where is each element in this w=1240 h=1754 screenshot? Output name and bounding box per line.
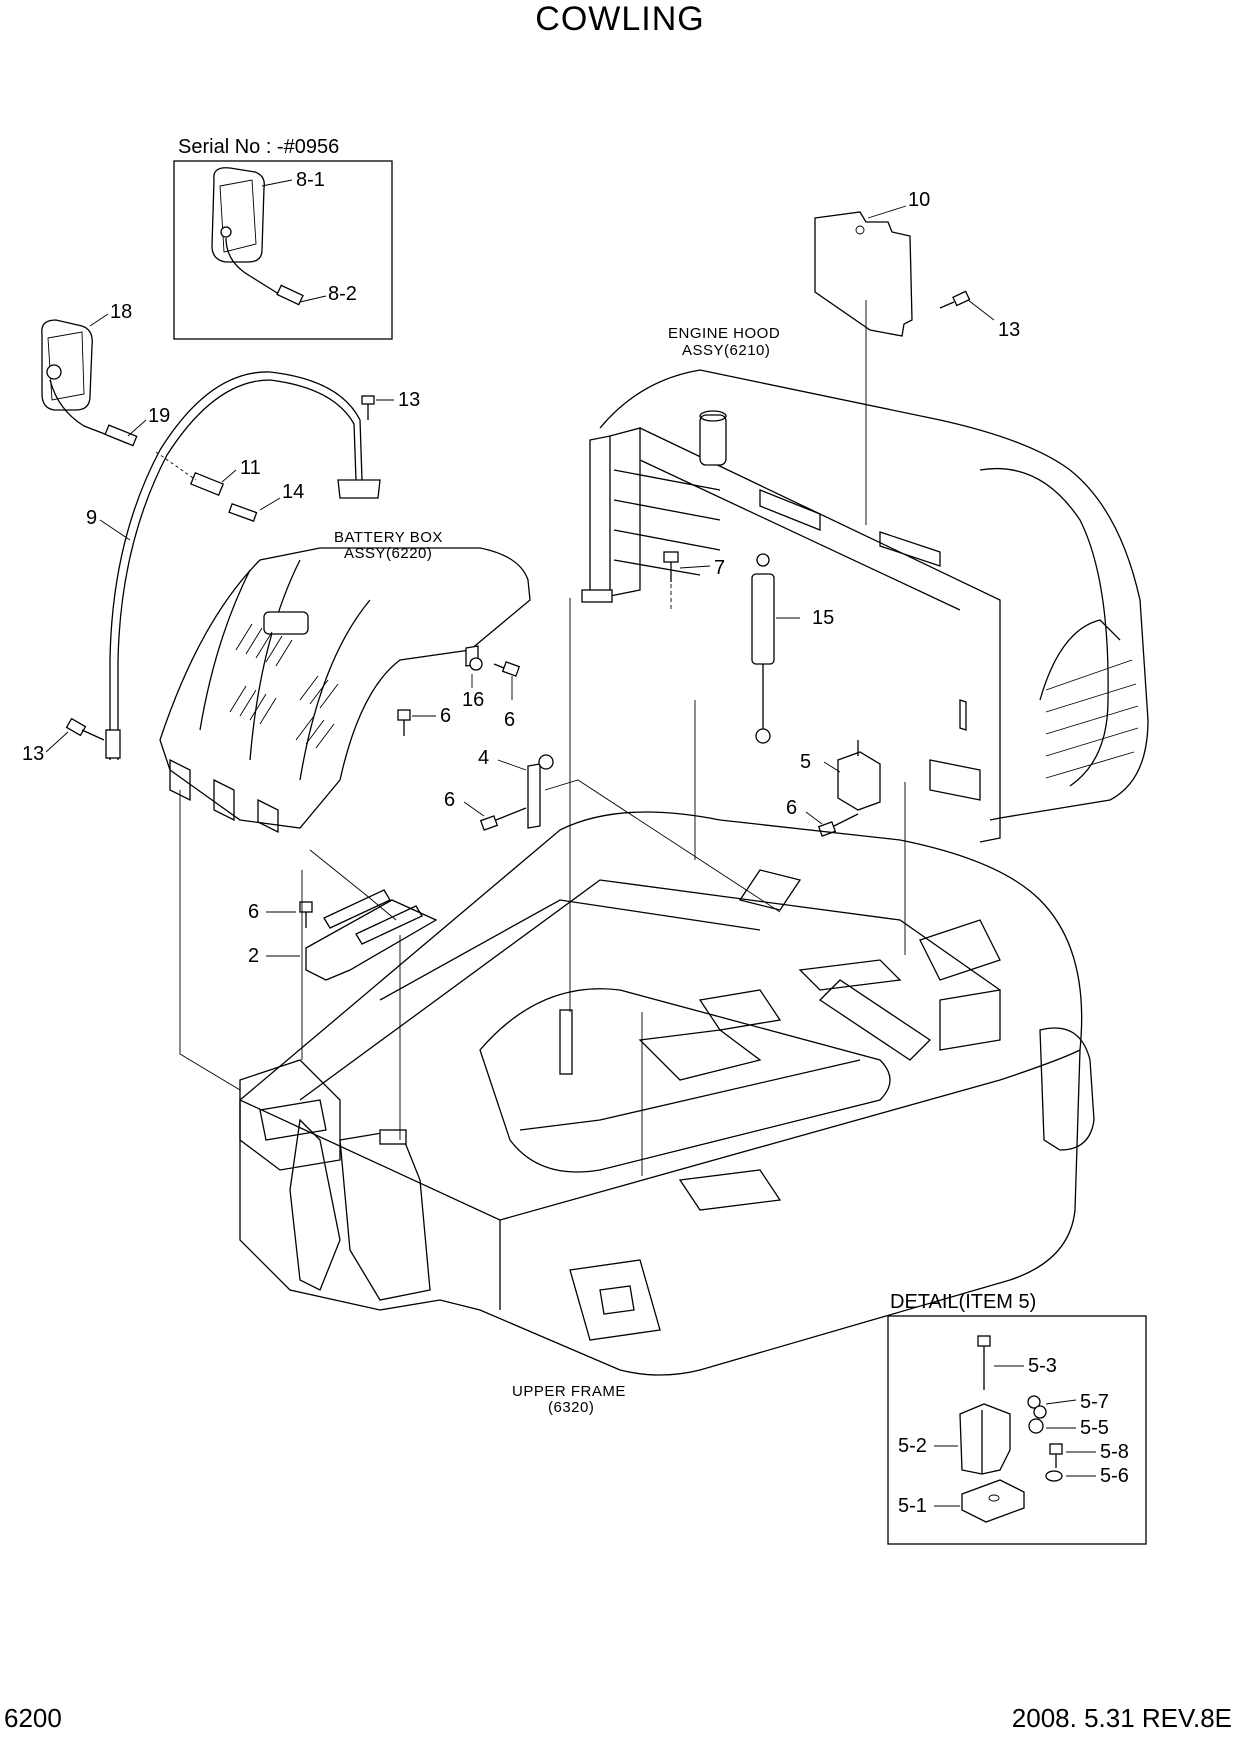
callout-14: 14 [282,481,304,503]
callout-6-bracket5: 6 [786,797,797,819]
plate-10-drawing: 10 [814,189,930,337]
callout-6-plate2: 6 [248,901,259,923]
callout-6-part16: 6 [504,709,515,731]
callout-11: 11 [240,457,261,479]
engine-hood-label-1: ENGINE HOOD [668,325,780,342]
bolt-6-bracket4: 6 [444,789,527,831]
callout-13-stay-top: 13 [398,389,420,411]
bolt-13-plate: 13 [939,290,1020,341]
part-16-drawing: 16 [462,645,484,711]
callout-6-bracket4: 6 [444,789,455,811]
callout-18: 18 [110,301,132,323]
bolt-6-part16: 6 [493,661,521,731]
detail-item5-box: DETAIL(ITEM 5) 5-3 5-2 5-7 5-5 5 [887,1291,1147,1545]
gas-spring-15-drawing: 15 [751,553,834,744]
mirror-stay-9-drawing: 9 [86,371,381,760]
bolt-7-drawing: 7 [663,551,725,612]
upper-frame-label-1: UPPER FRAME [512,1383,626,1400]
callout-8-1: 8-1 [296,169,325,191]
detail-washers-5-7-5-5: 5-7 5-5 [1027,1391,1109,1439]
page-number: 6200 [4,1703,62,1733]
callout-5-8: 5-8 [1100,1441,1129,1463]
callout-8-2: 8-2 [328,283,357,305]
battery-box-drawing: BATTERY BOX ASSY(6220) [159,529,531,834]
callout-7: 7 [714,557,725,579]
bolt-6-battery: 6 [397,705,451,736]
mirror-8-1-drawing [211,167,304,306]
callout-5-3: 5-3 [1028,1355,1057,1377]
callout-4: 4 [478,747,489,769]
callout-5-1: 5-1 [898,1495,927,1517]
detail-bolt-5-8-washer-5-6: 5-8 5-6 [1045,1441,1129,1487]
callout-5-7: 5-7 [1080,1391,1109,1413]
revision-date: 2008. 5.31 REV.8E [1011,1703,1232,1733]
serial-box: Serial No : -#0956 8-1 8-2 [173,136,393,340]
bracket-5-drawing: 5 [800,740,881,811]
callout-19: 19 [148,405,170,427]
callout-13-plate: 13 [998,319,1020,341]
detail-bolt-5-3: 5-3 [977,1335,1057,1390]
callout-6-battery: 6 [440,705,451,727]
callout-9: 9 [86,507,97,529]
bolt-13-upper-stay: 13 [361,389,420,420]
battery-box-label-2: ASSY(6220) [344,545,432,562]
callout-16: 16 [462,689,484,711]
battery-box-label-1: BATTERY BOX [334,529,443,546]
bracket-4-drawing: 4 [478,747,554,829]
callout-5: 5 [800,751,811,773]
engine-hood-drawing: ENGINE HOOD ASSY(6210) [581,325,1149,843]
detail-frame [887,1315,1147,1545]
page-title: COWLING [535,0,705,38]
callout-5-6: 5-6 [1100,1465,1129,1487]
bolt-14-drawing: 14 [228,481,304,522]
callout-5-2: 5-2 [898,1435,927,1457]
plate-2-drawing: 2 [248,889,438,981]
assembly-leaders [179,598,906,1176]
detail-caption: DETAIL(ITEM 5) [890,1291,1036,1313]
connector-11-drawing: 11 [155,451,261,497]
bolt-13-lower-stay: 13 [22,717,105,765]
detail-bracket-5-2: 5-2 [898,1403,1011,1475]
mirror-18-drawing: 18 19 [41,301,170,447]
callout-15: 15 [812,607,834,629]
callout-10: 10 [908,189,930,211]
callout-5-5: 5-5 [1080,1417,1109,1439]
callout-13-stay-bottom: 13 [22,743,44,765]
detail-bracket-5-1: 5-1 [898,1479,1025,1523]
upper-frame-label-2: (6320) [548,1399,594,1416]
upper-frame-drawing: UPPER FRAME (6320) [239,811,1095,1416]
serial-caption: Serial No : -#0956 [178,136,339,158]
serial-frame [173,160,393,340]
bolt-6-plate2: 6 [248,901,313,928]
callout-2: 2 [248,945,259,967]
engine-hood-label-2: ASSY(6210) [682,342,770,359]
